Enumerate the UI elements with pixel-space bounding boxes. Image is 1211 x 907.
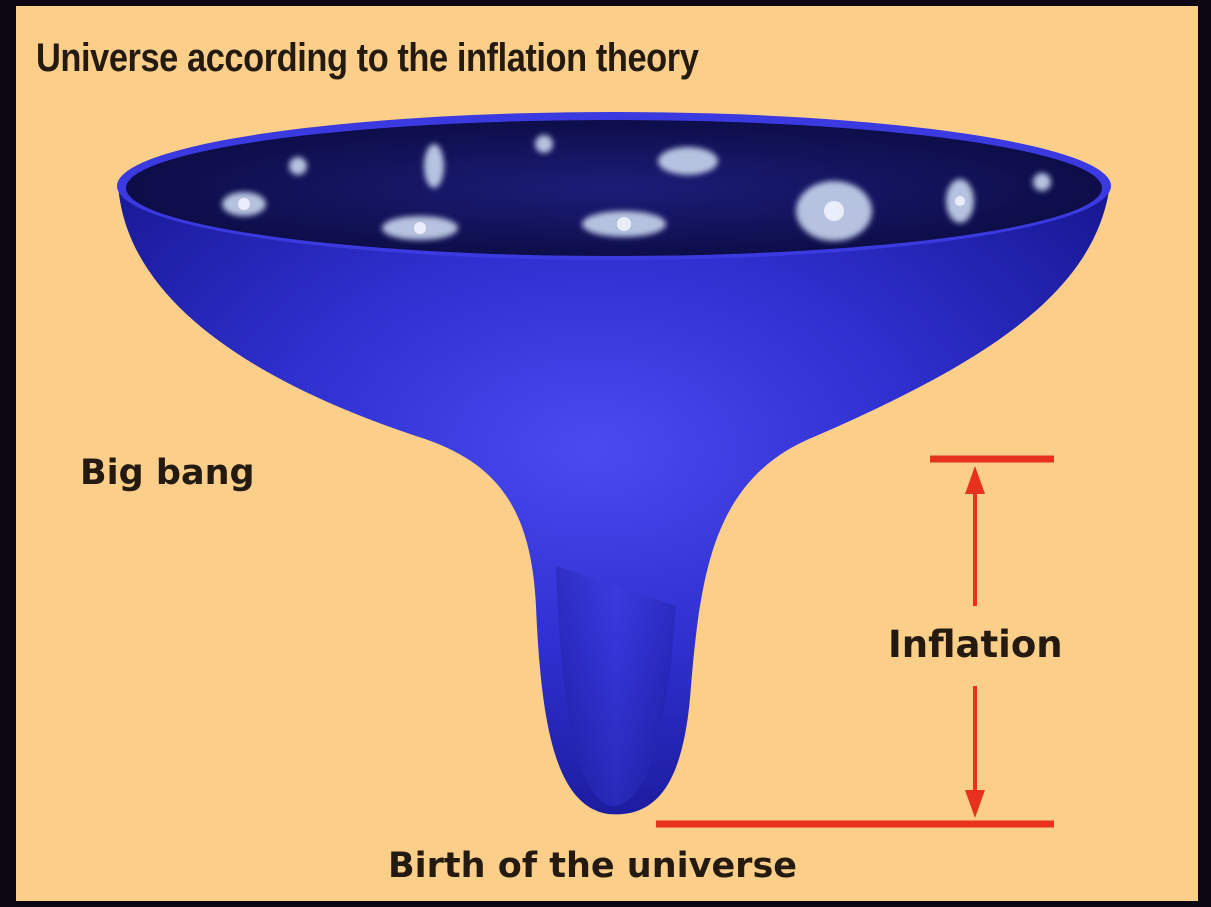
galaxy-core: [238, 198, 250, 210]
galaxy: [1033, 173, 1051, 191]
birth-of-universe-label: Birth of the universe: [388, 846, 798, 886]
big-bang-label: Big bang: [80, 453, 255, 493]
arrow-down-head: [965, 790, 985, 818]
diagram-title: Universe according to the inflation theo…: [36, 36, 699, 80]
funnel-body: [118, 184, 1110, 815]
galaxy-core: [414, 222, 426, 234]
funnel-stem-shading: [556, 566, 676, 806]
galaxy: [289, 157, 307, 175]
galaxy-core: [955, 196, 965, 206]
galaxy: [658, 147, 718, 175]
galaxy: [535, 135, 553, 153]
diagram-panel: Universe according to the inflation theo…: [16, 6, 1198, 901]
galaxy-core: [824, 201, 844, 221]
inflation-funnel-illustration: [117, 112, 1111, 828]
inflation-label: Inflation: [888, 623, 1063, 666]
galaxy-cores: [238, 196, 965, 234]
arrow-up-head: [965, 466, 985, 494]
galaxy-core: [617, 217, 631, 231]
inflation-marker: [656, 455, 1054, 828]
galaxy: [424, 144, 444, 188]
